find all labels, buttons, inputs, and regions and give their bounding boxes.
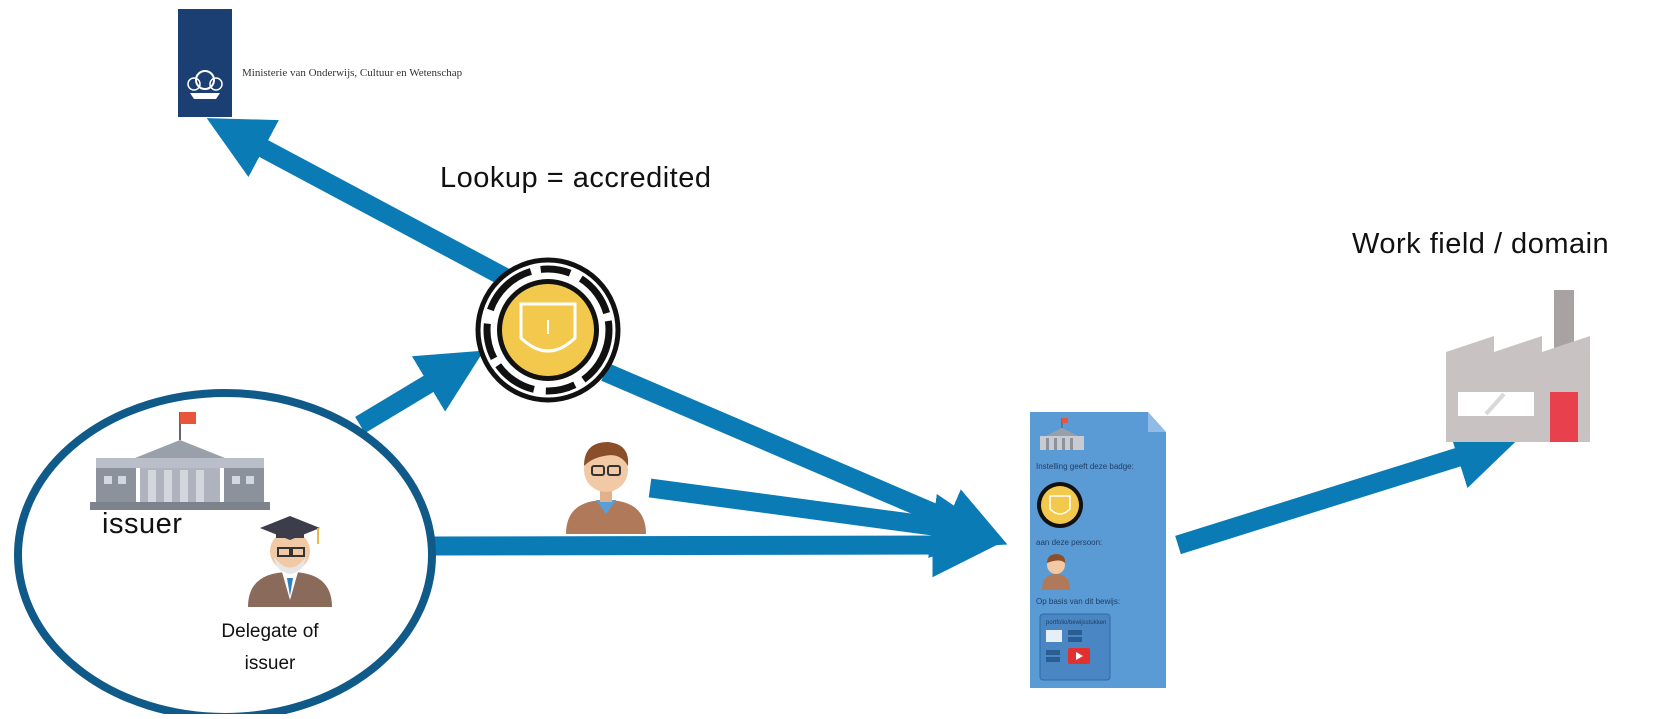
doc-line-1: Instelling geeft deze badge:	[1036, 462, 1134, 471]
factory-icon	[1446, 290, 1590, 442]
issuer-label: issuer	[102, 508, 183, 540]
arrows	[206, 118, 1520, 578]
learner-person-icon	[566, 442, 646, 534]
arrow-badge-to-ministry	[206, 118, 515, 289]
ministry-logo-icon	[178, 9, 232, 117]
lookup-label: Lookup = accredited	[440, 162, 712, 194]
badge-document-icon: Instelling geeft deze badge: aan deze pe…	[1030, 412, 1166, 688]
arrow-learner-to-document	[648, 478, 997, 558]
graduate-person-icon	[248, 516, 332, 607]
arrow-issuer-to-badge	[355, 350, 484, 434]
doc-line-2: aan deze persoon:	[1036, 538, 1102, 547]
delegate-label: Delegate of issuer	[221, 621, 319, 674]
ministry-name: Ministerie van Onderwijs, Cultuur en Wet…	[242, 67, 463, 79]
doc-line-3: Op basis van dit bewijs:	[1036, 597, 1120, 606]
arrow-document-to-workfield	[1175, 426, 1520, 555]
arrow-issuer-to-document	[427, 512, 997, 578]
work-field-label: Work field / domain	[1352, 228, 1610, 260]
university-building-icon	[90, 412, 270, 510]
doc-line-4: portfolio/bewijsstukken	[1046, 620, 1106, 626]
arrow-badge-to-document	[601, 363, 1008, 549]
badge-icon	[475, 257, 621, 403]
